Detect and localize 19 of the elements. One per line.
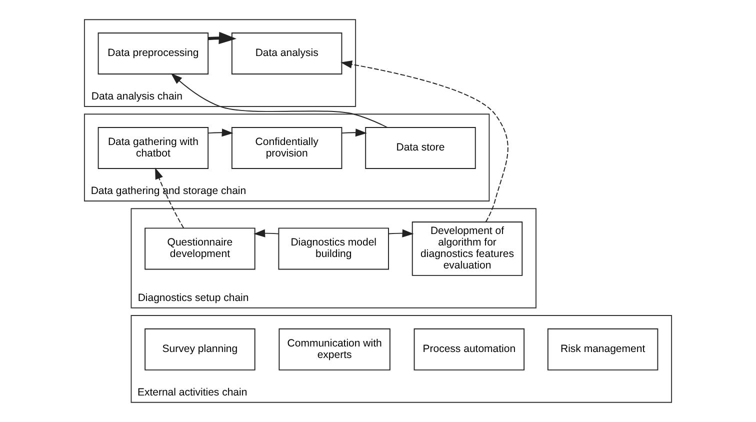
- node-box: Data preprocessing: [98, 32, 209, 74]
- arrow: [388, 229, 414, 238]
- node-box: Data gathering with chatbot: [98, 127, 209, 169]
- node-box: Development of algorithm for diagnostics features evaluation: [412, 222, 523, 276]
- node-box: Diagnostics model building: [278, 228, 389, 270]
- arrow: [340, 60, 508, 222]
- arrow: [208, 128, 234, 137]
- node-box: Survey planning: [144, 328, 256, 370]
- arrow: [208, 32, 237, 44]
- arrow: [155, 168, 184, 229]
- node-box: Communication with experts: [278, 328, 390, 370]
- arrow: [254, 229, 280, 238]
- arrow: [341, 128, 367, 137]
- node-box: Data analysis: [231, 32, 342, 74]
- node-box: Data store: [365, 127, 476, 169]
- node-box: Confidentially provision: [231, 127, 342, 169]
- node-box: Risk management: [547, 328, 658, 370]
- node-box: Process automation: [414, 328, 525, 370]
- node-box: Questionnaire development: [144, 228, 256, 270]
